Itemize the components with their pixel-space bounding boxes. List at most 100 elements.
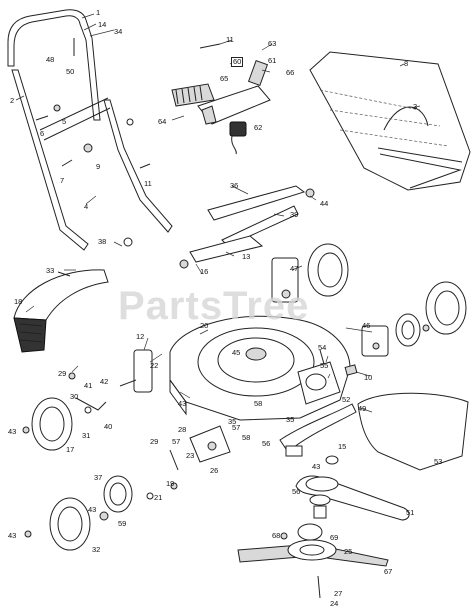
callout-45: 45 [232,348,241,357]
callout-58: 58 [242,433,251,442]
callout-35: 35 [286,415,295,424]
bolt [61,159,73,167]
callout-17: 17 [66,445,75,454]
washer [146,492,154,500]
blade-adapter [305,476,339,519]
nut [305,188,315,198]
callout-62: 62 [254,123,263,132]
callout-57: 57 [172,437,181,446]
rear-adjuster-left [119,349,153,393]
wheel-left-rear [31,397,73,451]
callout-30: 30 [70,392,79,401]
gear-case [189,425,231,463]
spring [319,349,325,365]
callout-26: 26 [210,466,219,475]
callout-3: 3 [413,102,418,111]
nut [179,259,189,269]
battery-pack [171,83,215,107]
callout-60: 60 [231,57,244,67]
callout-67: 67 [384,567,393,576]
callout-19: 19 [166,479,175,488]
wheel-hub-gear [395,313,421,347]
callout-44: 44 [320,199,329,208]
callout-9: 9 [96,162,101,171]
callout-65: 65 [220,74,229,83]
callout-29b: 29 [150,437,159,446]
bushing [344,364,358,376]
callout-42: 42 [100,377,109,386]
nut [24,530,32,538]
wheel-left-front [49,497,91,551]
callout-40: 40 [104,422,113,431]
callout-43-wheel: 43 [8,531,17,540]
transmission [297,361,341,405]
wheel-bolt [422,324,430,332]
side-discharge-shield [357,392,469,471]
starter-motor [197,59,271,125]
drive-gear-wheel [103,475,133,513]
callout-27: 27 [334,589,343,598]
callout-8: 8 [404,59,409,68]
callout-52: 52 [342,395,351,404]
front-wheel-right [425,281,467,335]
bearing [99,511,109,521]
bolt [139,163,151,169]
callout-20: 20 [200,321,209,330]
callout-36: 36 [230,181,239,190]
callout-14: 14 [98,20,107,29]
callout-48: 48 [46,55,55,64]
hinge-rod [207,185,306,221]
callout-31: 31 [82,431,91,440]
upper-handle [7,9,101,121]
callout-29: 29 [58,369,67,378]
bolt [199,43,221,49]
callout-56-pulley: 56 [292,487,301,496]
callout-6: 6 [40,129,45,138]
charger [229,121,247,155]
callout-39: 39 [290,210,299,219]
callout-43-belt: 43 [312,462,321,471]
rear-deflector [189,235,264,263]
callout-49: 49 [358,404,367,413]
screw [57,271,71,277]
callout-63: 63 [268,39,277,48]
knob [68,372,76,380]
axle-arm [75,397,107,411]
callout-4: 4 [84,202,89,211]
callout-53: 53 [434,457,443,466]
callout-22: 22 [150,361,159,370]
callout-58-upper: 58 [254,399,263,408]
callout-56: 56 [262,439,271,448]
callout-41: 41 [84,381,93,390]
blade-bolt [317,575,321,599]
callout-23: 23 [186,451,195,460]
watermark: PartsTree [118,284,310,328]
mulch-plug [13,269,109,353]
height-adjuster [271,257,299,303]
pinion [170,482,178,490]
front-baffle [279,403,357,453]
callout-54: 54 [318,343,327,352]
bracket [285,445,303,457]
axle-pin [169,449,179,471]
blade [237,539,389,567]
callout-34: 34 [114,27,123,36]
callout-21: 21 [154,493,163,502]
handle-bracket [123,237,133,247]
callout-7: 7 [60,176,65,185]
callout-43-left: 43 [8,427,17,436]
washer [84,406,92,414]
grass-bag [309,51,471,191]
callout-55b: 35 [228,417,237,426]
nut [22,426,30,434]
callout-13: 13 [242,252,251,261]
callout-57-right: 57 [232,423,241,432]
callout-15: 15 [338,442,347,451]
callout-24: 24 [330,599,339,608]
callout-69: 69 [330,533,339,542]
bolt [35,115,49,121]
callout-43-deck: 43 [178,399,187,408]
callout-59: 59 [118,519,127,528]
callout-46: 46 [362,321,371,330]
